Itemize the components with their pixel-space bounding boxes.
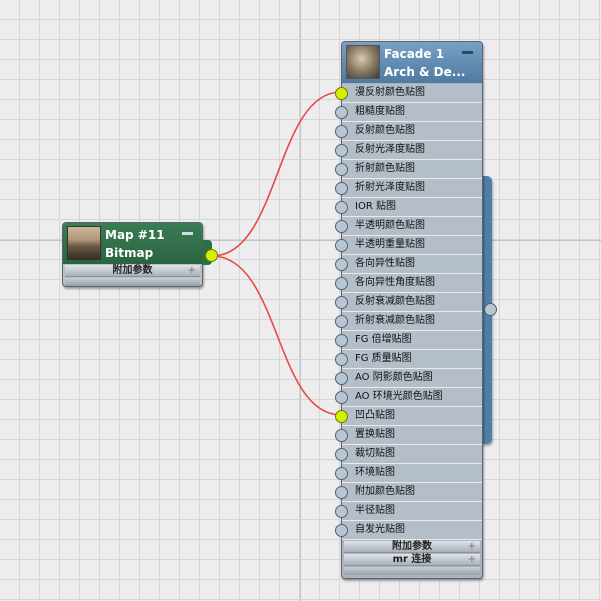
bitmap-thumbnail — [67, 226, 101, 260]
input-socket[interactable] — [335, 486, 348, 499]
input-socket[interactable] — [335, 106, 348, 119]
slot-label: 折射光泽度贴图 — [355, 182, 425, 193]
slot-row[interactable]: 半径贴图 — [335, 502, 482, 521]
input-socket[interactable] — [335, 144, 348, 157]
slot-row[interactable]: 各向异性贴图 — [335, 255, 482, 274]
input-socket[interactable] — [335, 220, 348, 233]
expand-icon[interactable]: + — [467, 541, 476, 552]
input-socket[interactable] — [335, 391, 348, 404]
resize-grip[interactable] — [65, 278, 200, 286]
slot-row[interactable]: AO 环境光颜色贴图 — [335, 388, 482, 407]
input-socket[interactable] — [335, 448, 348, 461]
slot-label: 裁切贴图 — [355, 448, 395, 459]
slot-label: FG 质量贴图 — [355, 353, 412, 364]
slot-label: 反射颜色贴图 — [355, 125, 415, 136]
input-socket[interactable] — [335, 429, 348, 442]
slot-label: AO 阴影颜色贴图 — [355, 372, 433, 383]
slot-label: 半透明颜色贴图 — [355, 220, 425, 231]
slot-row[interactable]: 自发光贴图 — [335, 521, 482, 540]
slot-row[interactable]: 置换贴图 — [335, 426, 482, 445]
slot-label: 折射颜色贴图 — [355, 163, 415, 174]
section-label: mr 连接 — [392, 554, 432, 565]
slot-row[interactable]: FG 质量贴图 — [335, 350, 482, 369]
input-socket[interactable] — [335, 296, 348, 309]
slot-row[interactable]: IOR 贴图 — [335, 198, 482, 217]
input-socket[interactable] — [335, 334, 348, 347]
input-socket[interactable] — [335, 239, 348, 252]
slot-label: 各向异性贴图 — [355, 258, 415, 269]
material-preview-sphere — [346, 45, 380, 79]
input-socket[interactable] — [335, 163, 348, 176]
slot-label: 半透明重量贴图 — [355, 239, 425, 250]
resize-grip[interactable] — [344, 567, 480, 575]
slot-row[interactable]: 凹凸贴图 — [335, 407, 482, 426]
input-socket[interactable] — [335, 182, 348, 195]
slot-row[interactable]: 折射颜色贴图 — [335, 160, 482, 179]
slot-label: 附加颜色贴图 — [355, 486, 415, 497]
wire-bump[interactable] — [211, 255, 342, 416]
input-socket[interactable] — [335, 201, 348, 214]
slot-label: FG 倍增贴图 — [355, 334, 412, 345]
slot-label: AO 环境光颜色贴图 — [355, 391, 443, 402]
slot-row[interactable]: 折射衰减颜色贴图 — [335, 312, 482, 331]
input-socket[interactable] — [335, 467, 348, 480]
map-output-socket[interactable] — [205, 249, 218, 262]
slot-row[interactable]: 环境贴图 — [335, 464, 482, 483]
input-socket[interactable] — [335, 410, 348, 423]
slot-row[interactable]: 漫反射颜色贴图 — [335, 84, 482, 103]
slot-row[interactable]: 反射颜色贴图 — [335, 122, 482, 141]
input-socket[interactable] — [335, 353, 348, 366]
grid-axis-vertical — [300, 0, 301, 601]
slot-label: 置换贴图 — [355, 429, 395, 440]
slot-row[interactable]: 粗糙度贴图 — [335, 103, 482, 122]
input-socket[interactable] — [335, 505, 348, 518]
section-header[interactable]: 附加参数 + — [344, 541, 480, 553]
slot-label: 反射光泽度贴图 — [355, 144, 425, 155]
slot-row[interactable]: FG 倍增贴图 — [335, 331, 482, 350]
slot-row[interactable]: 各向异性角度贴图 — [335, 274, 482, 293]
material-output-socket[interactable] — [484, 303, 497, 316]
slot-label: 漫反射颜色贴图 — [355, 87, 425, 98]
slot-row[interactable]: 反射光泽度贴图 — [335, 141, 482, 160]
wire-diffuse[interactable] — [211, 91, 342, 257]
section-label: 附加参数 — [392, 541, 432, 552]
slot-label: 粗糙度贴图 — [355, 106, 405, 117]
slot-label: 折射衰减颜色贴图 — [355, 315, 435, 326]
slot-row[interactable]: 附加颜色贴图 — [335, 483, 482, 502]
minimize-icon[interactable] — [182, 232, 193, 235]
slot-label: 各向异性角度贴图 — [355, 277, 435, 288]
expand-icon[interactable]: + — [187, 265, 196, 276]
input-socket[interactable] — [335, 524, 348, 537]
expand-icon[interactable]: + — [467, 554, 476, 565]
slot-row[interactable]: AO 阴影颜色贴图 — [335, 369, 482, 388]
slot-label: 凹凸贴图 — [355, 410, 395, 421]
input-socket[interactable] — [335, 125, 348, 138]
slot-label: 反射衰减颜色贴图 — [355, 296, 435, 307]
slot-row[interactable]: 反射衰减颜色贴图 — [335, 293, 482, 312]
slot-label: IOR 贴图 — [355, 201, 396, 212]
slot-label: 半径贴图 — [355, 505, 395, 516]
input-socket[interactable] — [335, 87, 348, 100]
slot-row[interactable]: 折射光泽度贴图 — [335, 179, 482, 198]
input-socket[interactable] — [335, 258, 348, 271]
minimize-icon[interactable] — [462, 51, 473, 54]
section-header[interactable]: mr 连接 + — [344, 554, 480, 566]
input-socket[interactable] — [335, 277, 348, 290]
slot-row[interactable]: 半透明颜色贴图 — [335, 217, 482, 236]
map-section-extra-params[interactable]: 附加参数+ — [65, 265, 200, 277]
input-socket[interactable] — [335, 372, 348, 385]
slot-row[interactable]: 裁切贴图 — [335, 445, 482, 464]
slot-label: 自发光贴图 — [355, 524, 405, 535]
slot-row[interactable]: 半透明重量贴图 — [335, 236, 482, 255]
slot-label: 环境贴图 — [355, 467, 395, 478]
input-socket[interactable] — [335, 315, 348, 328]
